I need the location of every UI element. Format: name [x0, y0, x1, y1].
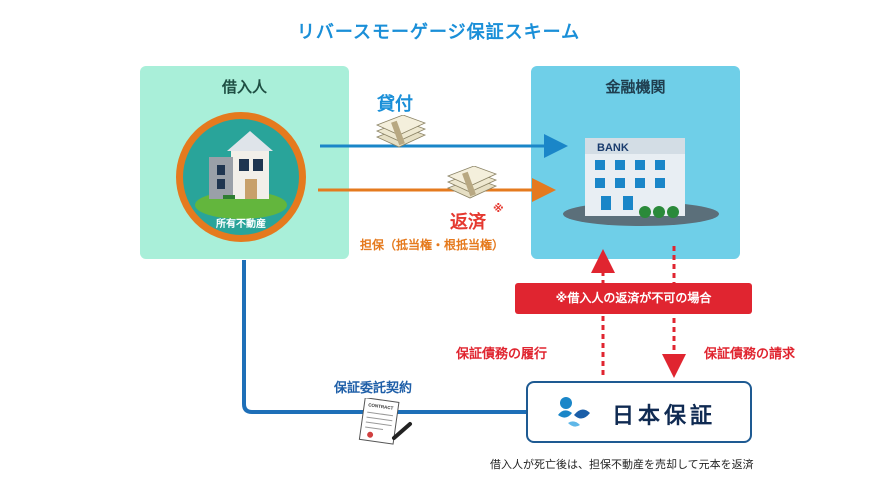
guarantor-name: 日本保証	[612, 403, 717, 429]
bank-title: 金融機関	[605, 78, 666, 96]
footnote: 借入人が死亡後は、担保不動産を売却して元本を返済	[490, 458, 754, 471]
loan-label: 貸付	[377, 94, 413, 115]
condition-banner: ※借入人の返済が不可の場合	[515, 283, 752, 314]
house-icon	[195, 131, 287, 219]
bank-building-icon: BANK	[563, 138, 719, 226]
cash-bundle-icon	[446, 166, 498, 199]
borrower-title: 借入人	[221, 78, 267, 96]
contract-doc-text: CONTRACT	[368, 402, 394, 410]
bank-sign: BANK	[597, 142, 629, 154]
property-circle	[176, 112, 306, 242]
page-title: リバースモーゲージ保証スキーム	[296, 22, 581, 43]
property-label: 所有不動産	[216, 219, 266, 230]
perform-label: 保証債務の履行	[456, 347, 548, 362]
claim-label: 保証債務の請求	[704, 347, 796, 362]
guarantor-logo-icon	[558, 397, 590, 427]
collateral-label: 担保（抵当権・根抵当権）	[360, 238, 505, 252]
contract-line	[242, 260, 526, 414]
repay-note-mark: ※	[493, 202, 504, 215]
contract-document-icon: CONTRACT	[358, 398, 412, 445]
repay-label: 返済	[450, 212, 486, 233]
cash-bundle-icon	[375, 115, 427, 148]
contract-label: 保証委託契約	[334, 381, 413, 396]
